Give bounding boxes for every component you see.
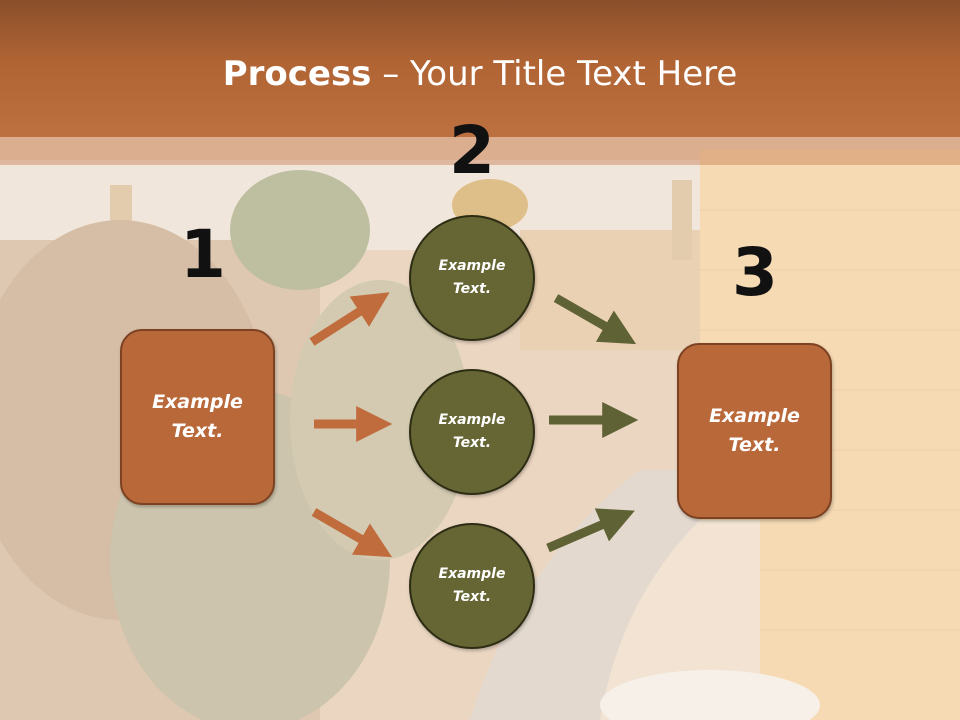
- arrow-1-to-bottom: [311, 508, 393, 558]
- step-1-line2: Text.: [171, 420, 224, 442]
- title-rest: – Your Title Text Here: [371, 54, 738, 94]
- circle-top-line2: Text.: [452, 281, 492, 297]
- step-3-line1: Example: [709, 405, 800, 427]
- circle-bottom-line2: Text.: [452, 589, 492, 605]
- circle-middle-line2: Text.: [452, 435, 492, 451]
- step-1-line1: Example: [152, 391, 243, 413]
- step-number-3: 3: [732, 234, 778, 311]
- arrow-top-to-3: [553, 294, 637, 345]
- title-bar: [0, 0, 960, 137]
- circle-middle-line1: Example: [438, 412, 506, 428]
- title-band: [0, 137, 960, 165]
- slide-title: Process – Your Title Text Here: [0, 52, 960, 96]
- step-3-line2: Text.: [728, 434, 781, 456]
- step-number-1: 1: [180, 216, 226, 293]
- arrow-1-to-top: [309, 292, 390, 346]
- arrow-bottom-to-3: [546, 508, 635, 553]
- circle-bottom-line1: Example: [438, 566, 506, 582]
- step-number-2: 2: [449, 112, 495, 189]
- title-bold: Process: [222, 54, 372, 94]
- circle-top-line1: Example: [438, 258, 506, 274]
